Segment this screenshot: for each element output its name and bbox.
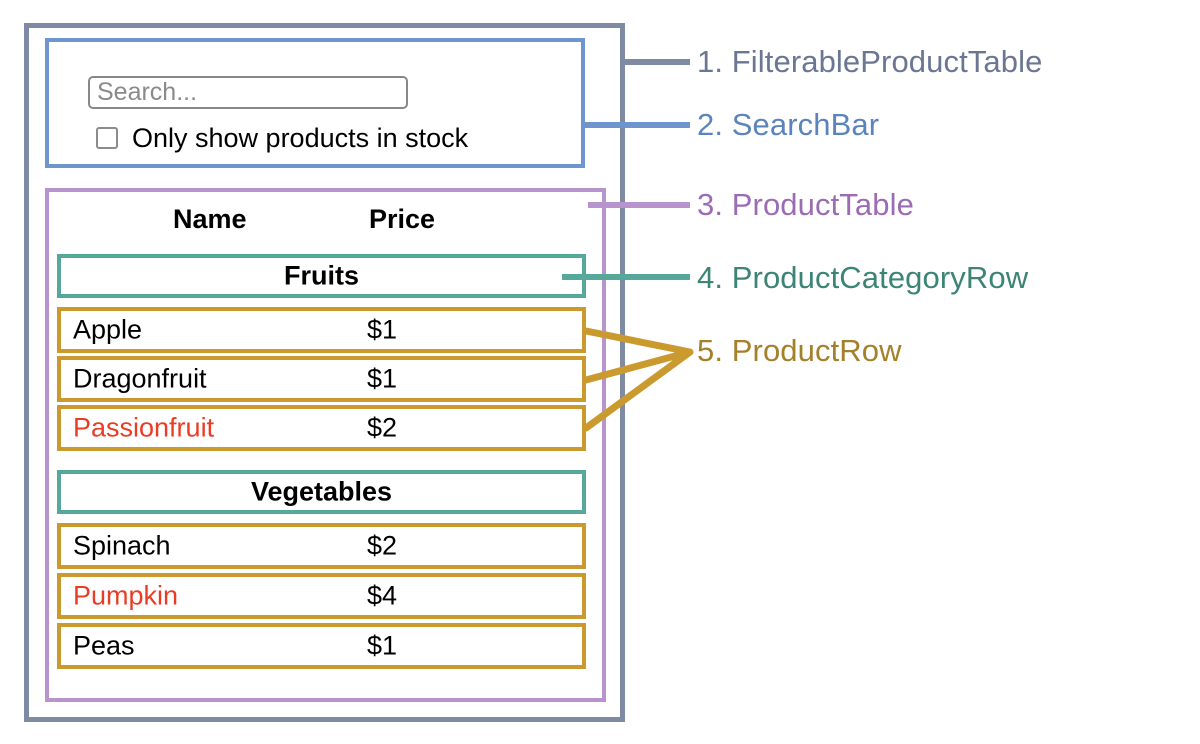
callout-label-product-category-row: 4. ProductCategoryRow [697,260,1029,295]
product-row: Dragonfruit $1 [57,356,586,402]
product-price: $1 [367,363,398,394]
product-price: $2 [367,530,398,561]
in-stock-filter-row[interactable]: Only show products in stock [96,124,468,152]
callout-label-filterable-product-table: 1. FilterableProductTable [697,44,1043,79]
product-row: Pumpkin $4 [57,573,586,619]
in-stock-checkbox[interactable] [96,127,118,149]
column-header-price: Price [369,204,436,234]
product-name: Dragonfruit [73,363,207,394]
search-input[interactable] [88,76,408,109]
callout-label-product-row: 5. ProductRow [697,333,902,368]
product-category-label: Fruits [283,260,359,291]
product-row: Apple $1 [57,307,586,353]
product-name: Peas [73,630,135,661]
product-row: Spinach $2 [57,523,586,569]
product-name: Passionfruit [73,412,215,443]
product-price: $1 [367,314,398,345]
in-stock-checkbox-label: Only show products in stock [132,123,469,153]
product-row: Passionfruit $2 [57,405,586,451]
product-name: Apple [73,314,143,345]
product-row: Peas $1 [57,623,586,669]
column-header-name: Name [173,204,247,234]
product-name: Spinach [73,530,171,561]
product-price: $4 [367,580,398,611]
product-category-row: Fruits [57,254,586,298]
product-category-label: Vegetables [250,476,393,507]
callout-label-search-bar: 2. SearchBar [697,107,880,142]
product-price: $1 [367,630,398,661]
product-name: Pumpkin [73,580,179,611]
product-table-header: Name Price [57,198,593,244]
product-category-row: Vegetables [57,470,586,514]
callout-label-product-table: 3. ProductTable [697,187,914,222]
product-price: $2 [367,412,398,443]
